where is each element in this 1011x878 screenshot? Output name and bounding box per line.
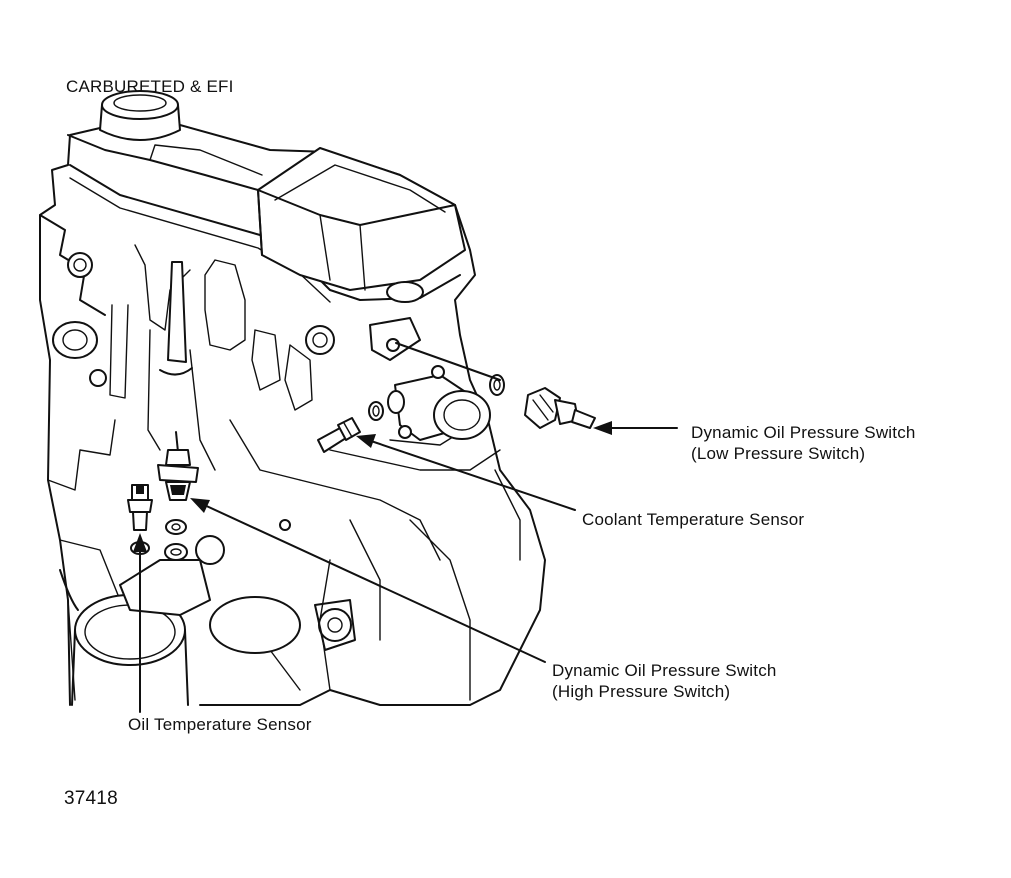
leader-lines [133,342,678,713]
callout-high-pressure-switch: Dynamic Oil Pressure Switch (High Pressu… [552,660,777,702]
coolant-sensor-icon [317,417,361,453]
thermostat-housing-icon [368,365,491,441]
oil-filler-cap-icon [99,90,181,141]
callout-low-line2: (Low Pressure Switch) [691,444,866,463]
high-pressure-switch-icon [157,431,199,561]
valve-cover-icon [257,147,466,291]
callout-coolant-sensor: Coolant Temperature Sensor [582,509,804,530]
diagram-title: CARBURETED & EFI [66,77,234,96]
figure-number: 37418 [64,788,118,809]
callout-high-line1: Dynamic Oil Pressure Switch [552,661,777,680]
low-pressure-switch-icon [489,374,596,429]
callout-high-line2: (High Pressure Switch) [552,682,731,701]
oil-filter-icon [59,535,225,706]
callout-coolant-line1: Coolant Temperature Sensor [582,510,805,529]
callout-oil-temp-sensor: Oil Temperature Sensor [128,714,312,735]
block-ports [52,252,424,654]
dipstick-tube-icon [109,261,193,399]
callout-low-line1: Dynamic Oil Pressure Switch [691,423,916,442]
callout-low-pressure-switch: Dynamic Oil Pressure Switch (Low Pressur… [691,422,916,464]
callout-oiltemp-line1: Oil Temperature Sensor [128,715,312,734]
